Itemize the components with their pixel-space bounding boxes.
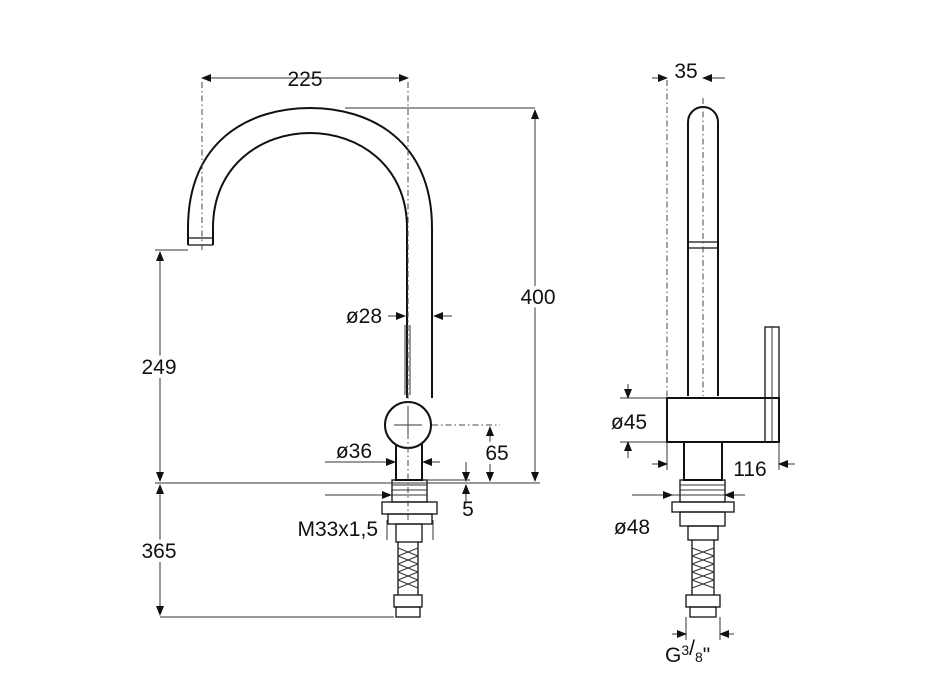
dim-handle-reach-label: 116 <box>733 458 766 481</box>
side-view: 35 ø45 116 ø48 G3/8" <box>611 60 795 667</box>
spout-front <box>187 106 433 398</box>
dim-thread-label: M33x1,5 <box>297 518 378 541</box>
dim-base-diameter-label: ø48 <box>614 516 650 539</box>
handle-side <box>666 326 780 443</box>
hose-side <box>685 540 721 618</box>
dim-body-diameter-label: ø36 <box>336 440 372 463</box>
spout-side <box>687 98 719 396</box>
body-front <box>381 444 438 543</box>
dim-width-label: 225 <box>287 68 322 91</box>
dim-total-height-label: 400 <box>520 286 555 309</box>
connection-denominator: 8 <box>695 649 703 665</box>
dim-spout-width-label: 35 <box>674 60 697 83</box>
dim-handle-diameter-extensions <box>620 397 667 443</box>
dim-spout-diameter-label: ø28 <box>346 305 382 328</box>
connection-unit: " <box>703 644 710 667</box>
dim-gap-label: 5 <box>462 498 474 521</box>
dim-below-counter-label: 365 <box>141 540 176 563</box>
connection-prefix: G <box>665 644 681 667</box>
dim-handle-diameter-label: ø45 <box>611 411 647 434</box>
connection-numerator: 3 <box>681 642 689 658</box>
front-view: 225 400 249 365 ø28 ø36 65 5 M33x1,5 <box>137 68 560 618</box>
dim-spout-height-label: 249 <box>141 356 176 379</box>
connection-slash: / <box>689 637 695 660</box>
dim-connection-label: G3/8" <box>665 637 710 667</box>
dim-handle-height-label: 65 <box>485 442 508 465</box>
hose-front <box>393 542 423 618</box>
body-side <box>671 442 735 541</box>
